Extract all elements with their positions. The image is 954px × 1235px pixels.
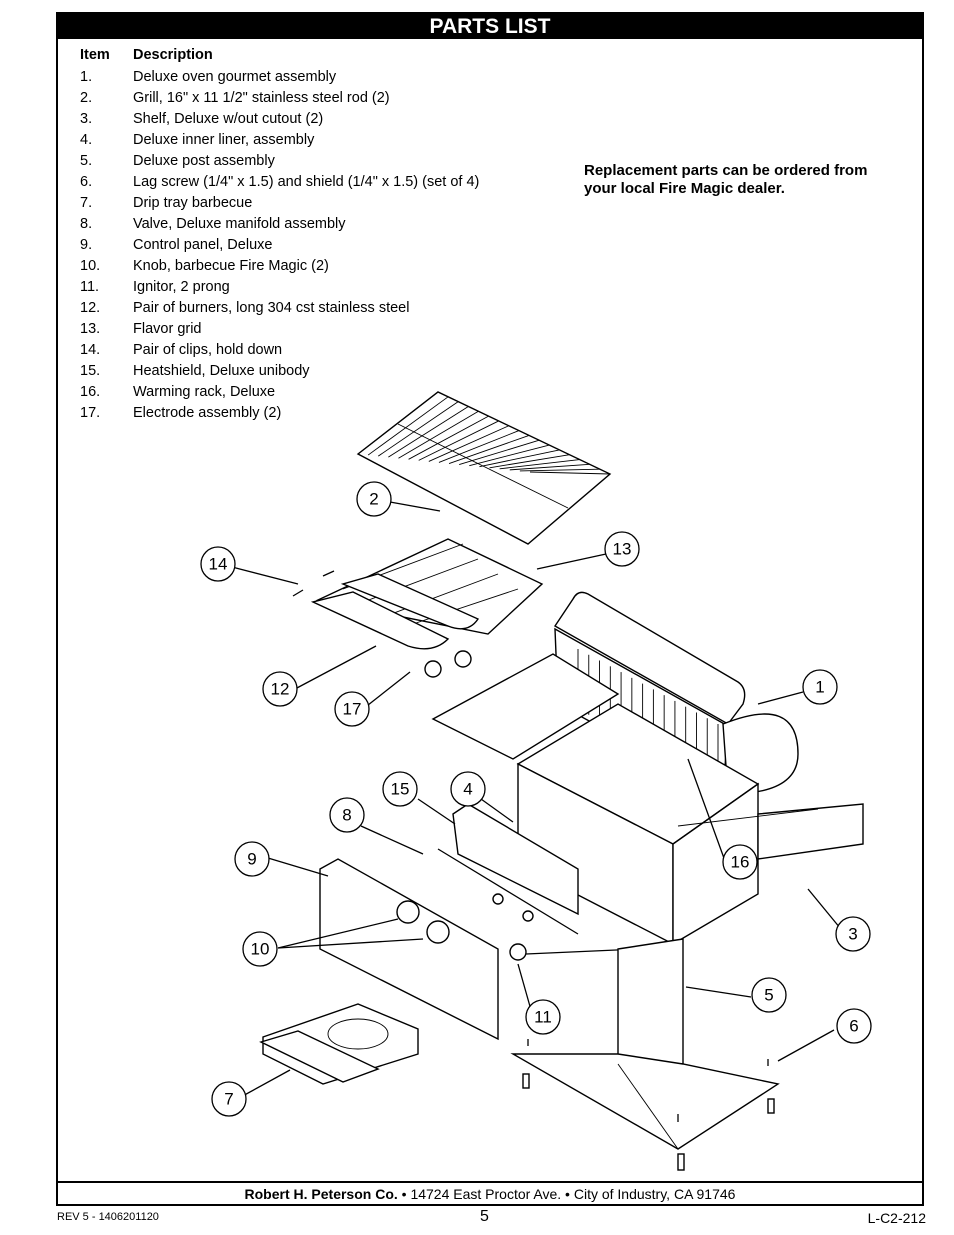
callout-8: 8 (329, 797, 365, 833)
svg-text:8: 8 (342, 806, 351, 825)
callout-5: 5 (751, 977, 787, 1013)
callout-3: 3 (835, 916, 871, 952)
drip-tray (259, 1003, 419, 1085)
item-number: 8. (80, 216, 93, 232)
item-number: 10. (80, 258, 101, 274)
callout-14: 14 (200, 546, 236, 582)
svg-text:5: 5 (764, 986, 773, 1005)
callout-2: 2 (356, 481, 392, 517)
item-description: Pair of burners, long 304 cst stainless … (133, 300, 410, 316)
exploded-grill-diagram: 1 2 3 4 5 6 7 8 9 10 11 12 13 14 15 16 1… (200, 391, 872, 1171)
svg-text:15: 15 (391, 780, 410, 799)
svg-text:17: 17 (343, 700, 362, 719)
item-description: Flavor grid (133, 321, 202, 337)
item-description: Deluxe post assembly (133, 153, 275, 169)
callout-10: 10 (242, 931, 278, 967)
callout-12: 12 (262, 671, 298, 707)
post-and-base (510, 938, 780, 1171)
revision-label: REV 5 - 1406201120 (57, 1211, 159, 1223)
description-column-header: Description (133, 47, 213, 63)
item-number: 17. (80, 405, 101, 421)
svg-text:10: 10 (251, 940, 270, 959)
hold-down-clips (292, 570, 335, 597)
item-description: Pair of clips, hold down (133, 342, 283, 358)
valve-manifold (437, 848, 579, 935)
svg-text:4: 4 (463, 780, 472, 799)
footer-divider (58, 1181, 922, 1183)
callout-11: 11 (525, 999, 561, 1035)
callout-6: 6 (836, 1008, 872, 1044)
company-address: • 14724 East Proctor Ave. • City of Indu… (397, 1186, 736, 1202)
grill-grates (356, 391, 612, 545)
svg-text:13: 13 (613, 540, 632, 559)
item-number: 12. (80, 300, 101, 316)
svg-text:12: 12 (271, 680, 290, 699)
callout-4: 4 (450, 771, 486, 807)
grill-body (431, 653, 864, 946)
item-description: Electrode assembly (2) (133, 405, 282, 421)
callout-9: 9 (234, 841, 270, 877)
item-description: Shelf, Deluxe w/out cutout (2) (133, 111, 324, 127)
item-number: 3. (80, 111, 93, 127)
company-name: Robert H. Peterson Co. (244, 1186, 398, 1202)
item-description: Warming rack, Deluxe (133, 384, 276, 400)
item-description: Knob, barbecue Fire Magic (2) (133, 258, 329, 274)
item-number: 9. (80, 237, 93, 253)
item-number: 14. (80, 342, 101, 358)
item-description: Drip tray barbecue (133, 195, 253, 211)
footer-address: Robert H. Peterson Co. • 14724 East Proc… (58, 1186, 922, 1202)
svg-text:16: 16 (731, 853, 750, 872)
control-panel (319, 858, 499, 1041)
item-description: Ignitor, 2 prong (133, 279, 230, 295)
document-code: L-C2-212 (867, 1210, 926, 1226)
item-description: Deluxe oven gourmet assembly (133, 69, 337, 85)
svg-text:6: 6 (849, 1017, 858, 1036)
item-description: Heatshield, Deluxe unibody (133, 363, 310, 379)
svg-text:14: 14 (209, 555, 228, 574)
svg-text:2: 2 (369, 490, 378, 509)
svg-text:1: 1 (815, 678, 824, 697)
svg-text:9: 9 (247, 850, 256, 869)
item-column-header: Item (80, 47, 110, 63)
callout-15: 15 (382, 771, 418, 807)
callout-1: 1 (802, 669, 838, 705)
callout-7: 7 (211, 1081, 247, 1117)
callout-17: 17 (334, 691, 370, 727)
item-number: 7. (80, 195, 93, 211)
page-title: PARTS LIST (58, 14, 922, 39)
callout-16: 16 (722, 844, 758, 880)
replacement-note: Replacement parts can be ordered from yo… (584, 162, 868, 197)
item-number: 4. (80, 132, 93, 148)
item-description: Control panel, Deluxe (133, 237, 273, 253)
svg-text:3: 3 (848, 925, 857, 944)
callout-13: 13 (604, 531, 640, 567)
item-number: 13. (80, 321, 101, 337)
svg-text:11: 11 (534, 1008, 552, 1027)
burners (310, 573, 480, 678)
item-description: Lag screw (1/4" x 1.5) and shield (1/4" … (133, 174, 480, 190)
item-number: 5. (80, 153, 93, 169)
item-number: 15. (80, 363, 101, 379)
page-frame: PARTS LIST Item Description 1. Deluxe ove… (56, 12, 924, 1206)
item-number: 16. (80, 384, 101, 400)
item-description: Grill, 16" x 11 1/2" stainless steel rod… (133, 90, 390, 106)
svg-text:7: 7 (224, 1090, 233, 1109)
item-description: Valve, Deluxe manifold assembly (133, 216, 346, 232)
item-description: Deluxe inner liner, assembly (133, 132, 315, 148)
item-number: 1. (80, 69, 93, 85)
page-number: 5 (480, 1208, 489, 1225)
item-number: 11. (80, 279, 100, 295)
item-number: 2. (80, 90, 93, 106)
item-number: 6. (80, 174, 93, 190)
